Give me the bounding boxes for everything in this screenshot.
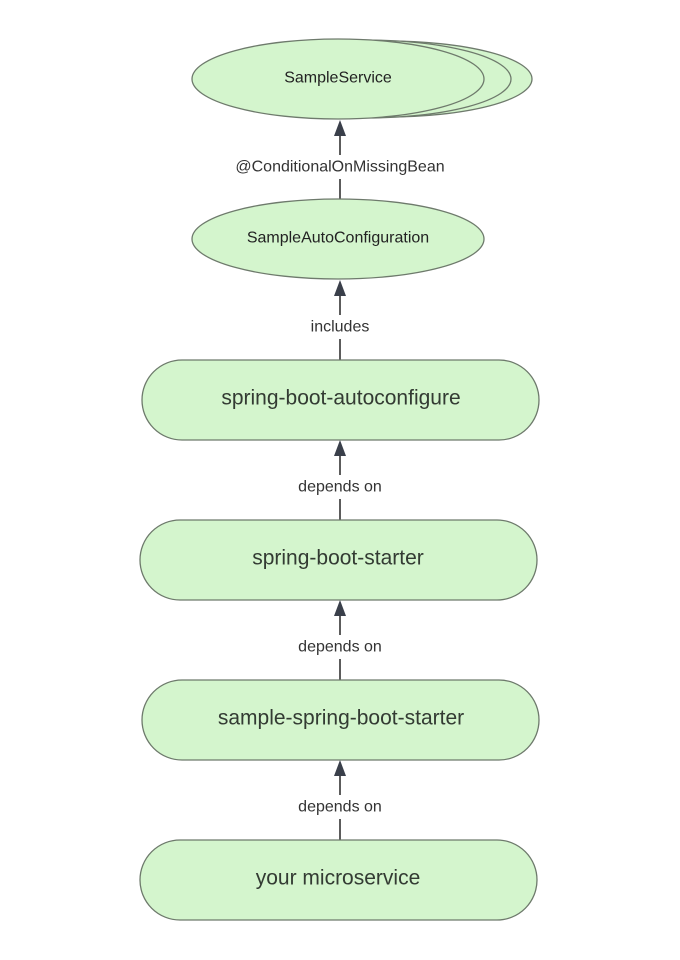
- node-shape: [141, 359, 540, 441]
- node-label: spring-boot-starter: [252, 547, 424, 570]
- node-label: SampleAutoConfiguration: [247, 230, 429, 247]
- arrow-head: [334, 280, 346, 296]
- node-shape: [141, 679, 540, 761]
- arrow-head: [334, 600, 346, 616]
- edge-label-depends-on: depends on: [298, 479, 382, 496]
- edge-label-background: [288, 795, 392, 819]
- edge-microservice-to-sample-starter: depends on: [288, 760, 392, 840]
- node-shape: [191, 38, 485, 120]
- node-spring-boot-starter[interactable]: spring-boot-starter: [139, 519, 538, 601]
- arrow-head: [334, 760, 346, 776]
- edge-label-background: [288, 475, 392, 499]
- node-label: SampleService: [284, 70, 392, 87]
- edge-label-background: [288, 635, 392, 659]
- node-sample-service[interactable]: SampleService: [191, 38, 533, 120]
- node-label: spring-boot-autoconfigure: [221, 387, 460, 410]
- edge-autoconfig-to-service: @ConditionalOnMissingBean: [228, 120, 452, 199]
- arrow-head: [334, 440, 346, 456]
- node-spring-boot-autoconfigure[interactable]: spring-boot-autoconfigure: [141, 359, 540, 441]
- edge-label-background: [228, 155, 452, 179]
- edge-starter-to-autoconfigure: depends on: [288, 440, 392, 520]
- edge-label-depends-on: depends on: [298, 639, 382, 656]
- node-shape: [139, 839, 538, 921]
- edge-label-background: [302, 315, 378, 339]
- node-sample-auto-configuration[interactable]: SampleAutoConfiguration: [191, 198, 485, 280]
- edge-autoconfigure-to-autoconfig: includes: [302, 280, 378, 360]
- node-label: your microservice: [256, 867, 421, 890]
- edge-sample-starter-to-starter: depends on: [288, 600, 392, 680]
- arrow-head: [334, 120, 346, 136]
- edge-label-conditional-on-missing-bean: @ConditionalOnMissingBean: [235, 159, 444, 176]
- node-shape: [191, 198, 485, 280]
- edge-label-depends-on: depends on: [298, 799, 382, 816]
- node-sample-spring-boot-starter[interactable]: sample-spring-boot-starter: [141, 679, 540, 761]
- node-your-microservice[interactable]: your microservice: [139, 839, 538, 921]
- edge-label-includes: includes: [311, 319, 370, 336]
- node-shape: [139, 519, 538, 601]
- node-label: sample-spring-boot-starter: [218, 707, 464, 730]
